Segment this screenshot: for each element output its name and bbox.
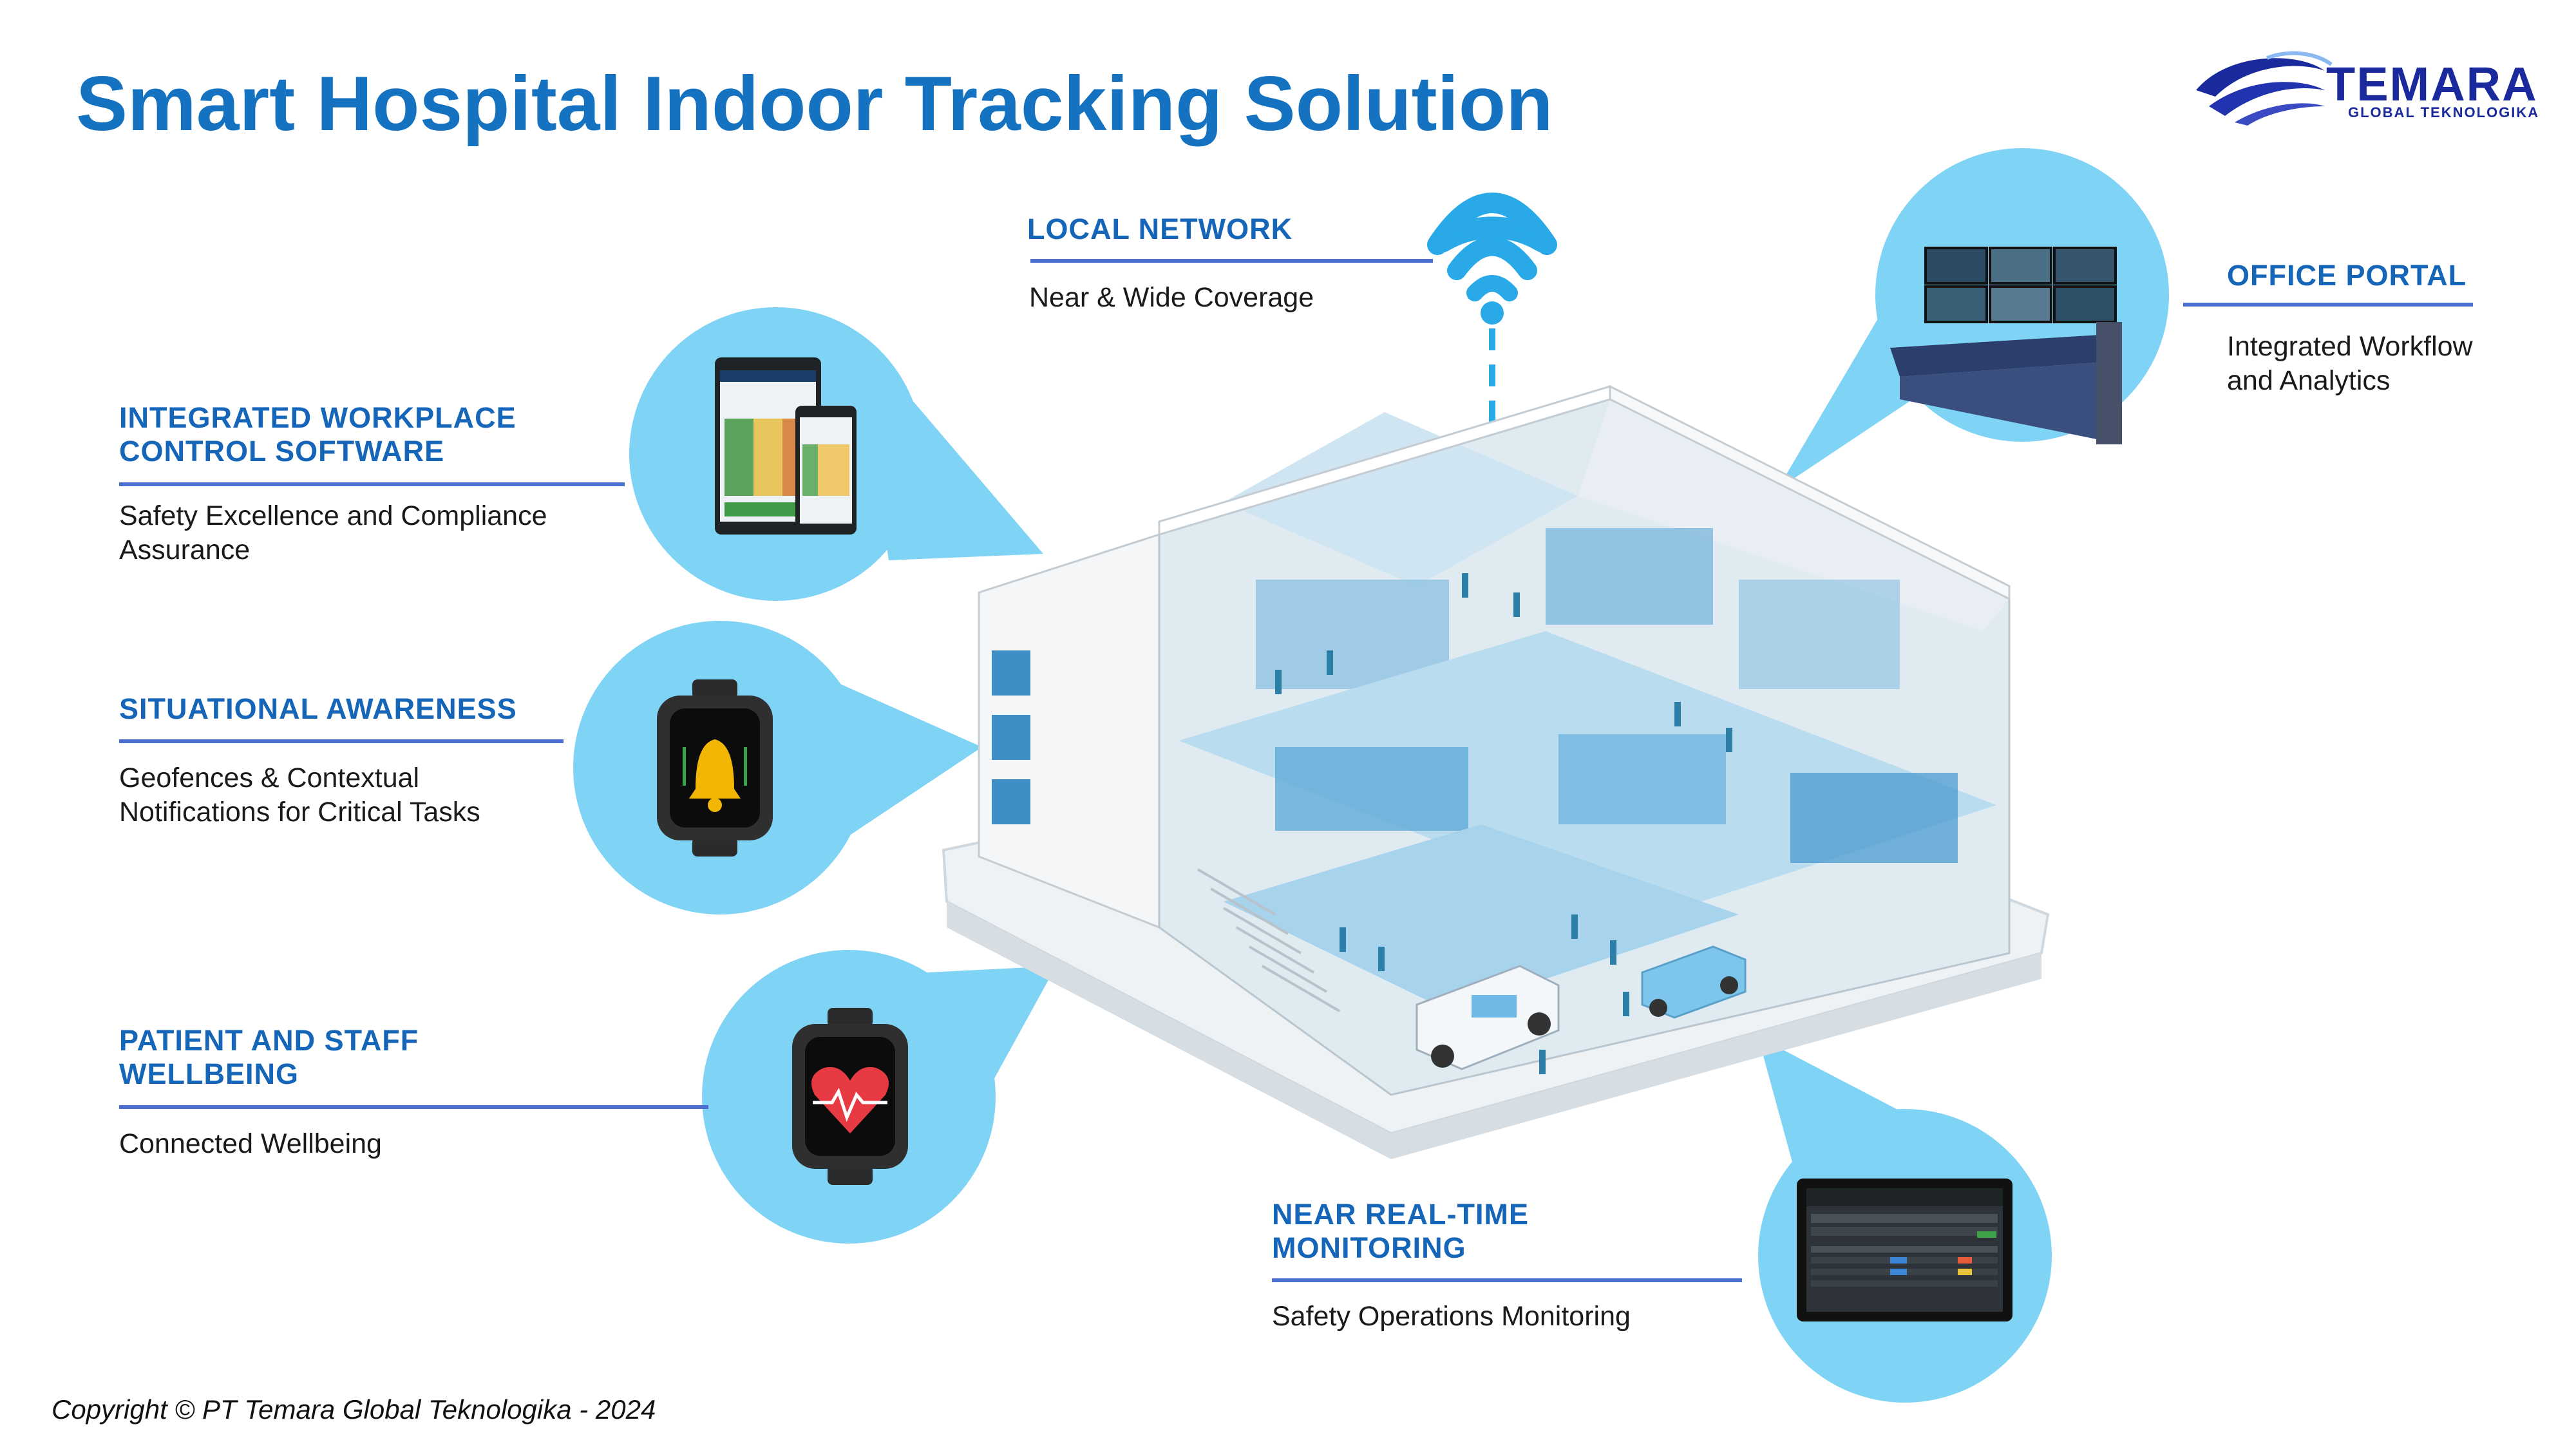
office-portal-description: Integrated Workflow and Analytics (2227, 331, 2473, 396)
workplace-control-description: Safety Excellence and Compliance Assuran… (119, 500, 547, 565)
workplace-control-rule (119, 482, 625, 486)
wellbeing-heading: PATIENT AND STAFF WELLBEING (119, 1024, 419, 1090)
wifi-dot (1481, 301, 1504, 325)
hospital-building-illustration (942, 384, 2050, 1159)
ambulance (1416, 965, 1560, 1070)
monitoring-rule (1272, 1278, 1742, 1282)
wellbeing-rule (119, 1105, 708, 1109)
temara-logo: TEMARA GLOBAL TEKNOLOGIKA (2190, 45, 2550, 129)
monitoring-heading: NEAR REAL-TIME MONITORING (1272, 1198, 1529, 1264)
situational-awareness-rule (119, 739, 564, 743)
office-portal-heading: OFFICE PORTAL (2227, 259, 2467, 292)
local-network-description: Near & Wide Coverage (1029, 282, 1314, 313)
bell-icon (657, 679, 773, 857)
monitoring-description: Safety Operations Monitoring (1272, 1301, 1631, 1332)
local-network-rule (1030, 259, 1433, 263)
situational-awareness-description: Geofences & Contextual Notifications for… (119, 762, 480, 828)
monitor-dashboard-icon (1797, 1179, 2012, 1321)
logo-name: TEMARA (2326, 57, 2538, 111)
logo-tagline: GLOBAL TEKNOLOGIKA (2348, 104, 2540, 120)
wellbeing-description: Connected Wellbeing (119, 1128, 382, 1159)
wifi-icon (1427, 193, 1557, 301)
office-portal-rule (2183, 303, 2473, 307)
copyright-text: Copyright © PT Temara Global Teknologika… (52, 1394, 656, 1425)
car (1641, 945, 1747, 1019)
tablet-phone-icon (715, 357, 857, 535)
local-network-heading: LOCAL NETWORK (1027, 213, 1293, 245)
workplace-control-heading: INTEGRATED WORKPLACE CONTROL SOFTWARE (119, 401, 516, 468)
heart-rate-icon (792, 1008, 908, 1185)
control-room-icon (1890, 247, 2122, 444)
page-title: Smart Hospital Indoor Tracking Solution (76, 61, 1553, 147)
situational-awareness-heading: SITUATIONAL AWARENESS (119, 692, 517, 725)
bubble-situational-awareness (573, 621, 982, 914)
